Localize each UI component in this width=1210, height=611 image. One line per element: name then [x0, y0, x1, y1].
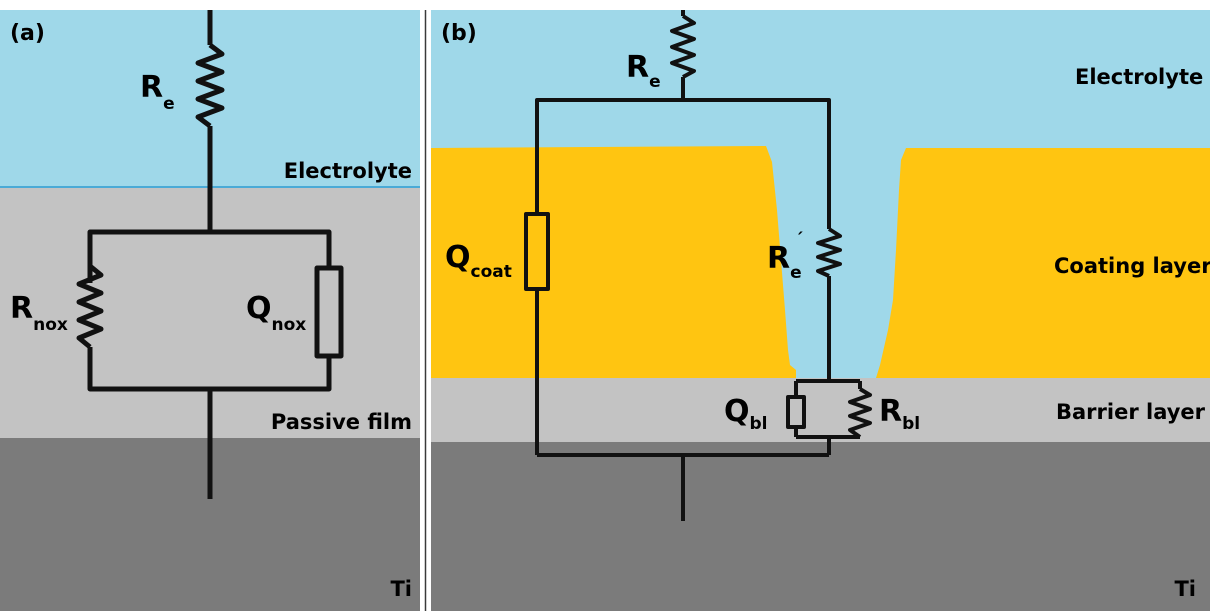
- panel-a-layers: [0, 10, 420, 611]
- panel-a-electrolyte-label: Electrolyte: [284, 159, 412, 183]
- panel-a: (a) Re Rnox Qnox Electrolyte Passive fil…: [0, 10, 420, 611]
- panel-b-qcoat-label: Qcoat: [445, 240, 512, 282]
- panel-a-qnox-label: Qnox: [246, 291, 306, 335]
- panel-b-resistor-re: [670, 14, 696, 79]
- panel-b-ti-label: Ti: [1174, 577, 1196, 601]
- panel-b-resistor-re-prime: [816, 227, 842, 278]
- panel-b-resistor-rbl: [848, 387, 872, 439]
- panel-a-resistor-rnox: [76, 264, 104, 349]
- panel-b-rbl-label: Rbl: [879, 394, 920, 434]
- panel-b-re-prime-mark: ´: [795, 230, 804, 250]
- panel-b: (b) Re Qcoat Re ´ Qbl Rbl Electrolyte Co…: [431, 10, 1210, 611]
- panel-b-coating-layer-left: [431, 146, 796, 378]
- panel-a-parallel-network-wire: [87, 229, 332, 283]
- panel-b-top-branch-wire: [535, 98, 831, 229]
- panel-b-re-label: Re: [626, 50, 661, 92]
- panel-a-ti-label: Ti: [390, 577, 412, 601]
- panel-b-coating-layer-right: [876, 148, 1210, 378]
- panel-b-ti-substrate-layer: [431, 442, 1210, 611]
- panel-b-qbl-label: Qbl: [724, 394, 768, 434]
- panel-a-circuit: [76, 10, 344, 499]
- panel-b-coating-label: Coating layer: [1054, 254, 1210, 278]
- panel-b-layers: [431, 10, 1210, 611]
- panel-b-circuit: [524, 10, 872, 521]
- panel-b-electrolyte-label: Electrolyte: [1075, 65, 1203, 89]
- panel-a-resistor-re: [195, 43, 225, 128]
- panel-b-barrier-label: Barrier layer: [1056, 400, 1206, 424]
- panel-b-barrier-layer: [431, 378, 1210, 442]
- panel-b-label: (b): [441, 21, 477, 46]
- panel-a-rnox-label: Rnox: [10, 291, 68, 335]
- panel-a-re-label: Re: [140, 70, 175, 114]
- panel-a-passive-film-label: Passive film: [271, 410, 412, 434]
- panel-b-re-prime-label: Re: [767, 241, 802, 283]
- panel-a-label: (a): [10, 21, 45, 46]
